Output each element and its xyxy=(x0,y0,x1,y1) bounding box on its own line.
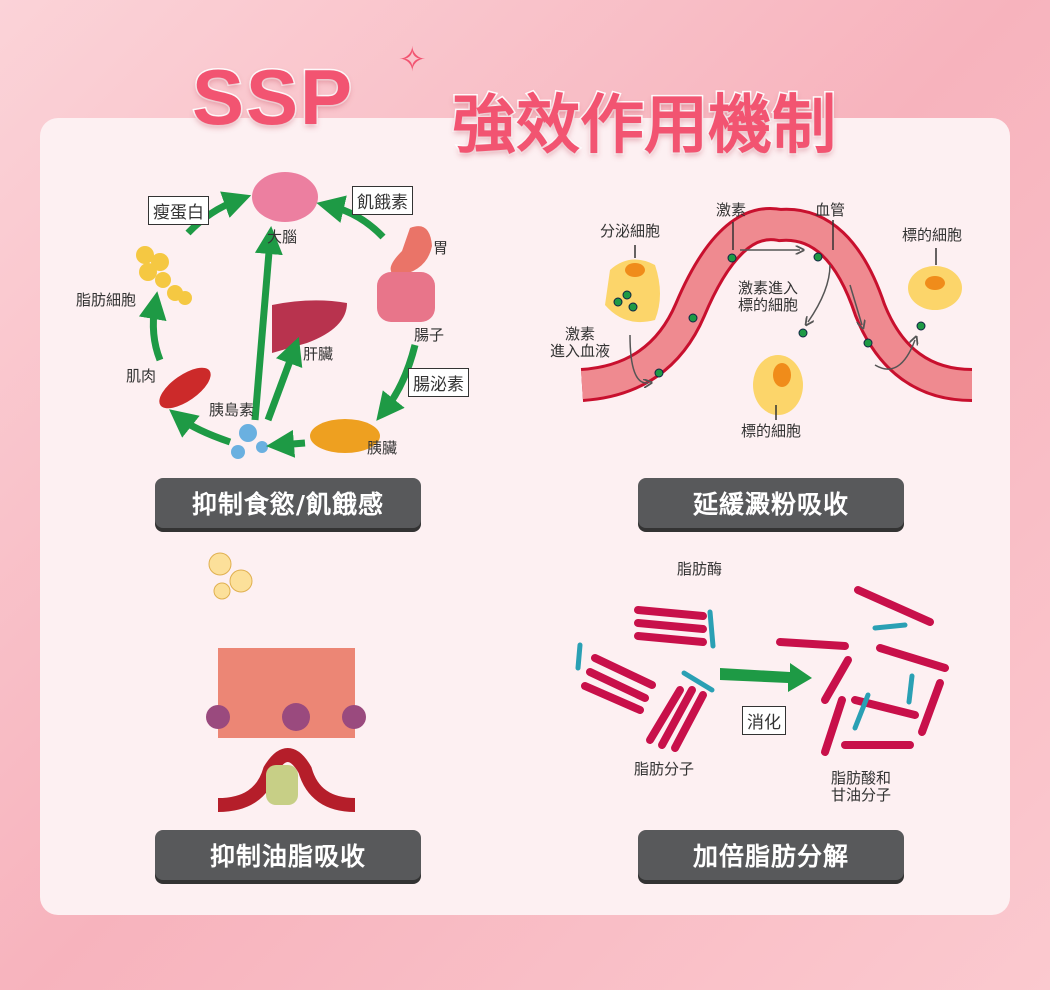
label-secretory-cell: 分泌細胞 xyxy=(600,222,661,240)
label-pancreas: 胰臟 xyxy=(367,439,398,457)
flow-arrows xyxy=(138,191,419,458)
fat-breakdown-diagram xyxy=(575,586,949,756)
brand-title: SSP xyxy=(190,52,355,143)
label-insulin: 胰島素 xyxy=(209,401,255,419)
caption-fat-breakdown: 加倍脂肪分解 xyxy=(638,830,904,880)
hormone-diagram xyxy=(580,207,973,420)
label-hormone: 激素 xyxy=(716,201,747,219)
label-lipase: 脂肪酶 xyxy=(677,560,723,578)
brain-icon xyxy=(252,172,318,222)
box-leptin: 瘦蛋白 xyxy=(148,196,209,225)
label-brain: 大腦 xyxy=(267,228,298,246)
caption-appetite: 抑制食慾/飢餓感 xyxy=(155,478,421,528)
fat-cells-icon xyxy=(136,246,192,305)
appetite-diagram xyxy=(136,172,435,459)
label-hormone-enter-blood: 激素 進入血液 xyxy=(550,325,611,361)
muscle-icon xyxy=(159,367,211,409)
stomach-icon xyxy=(390,226,432,276)
label-stomach: 胃 xyxy=(433,239,449,257)
label-fat-molecule: 脂肪分子 xyxy=(634,760,695,778)
pancreas-icon xyxy=(310,419,380,453)
box-incretin: 腸泌素 xyxy=(408,368,469,397)
label-intestine: 腸子 xyxy=(414,326,445,344)
label-liver: 肝臟 xyxy=(303,345,334,363)
sparkle-icon: ✧ xyxy=(398,40,427,80)
label-target-cell-right: 標的細胞 xyxy=(902,226,963,244)
label-fatty-acid: 脂肪酸和 甘油分子 xyxy=(831,769,892,805)
intestine-icon xyxy=(377,272,435,322)
label-muscle: 肌肉 xyxy=(126,367,157,385)
label-fat-cells: 脂肪細胞 xyxy=(76,291,137,309)
intestine-cells-diagram xyxy=(206,552,366,812)
label-hormone-enter-target: 激素進入 標的細胞 xyxy=(738,279,799,315)
box-digest: 消化 xyxy=(742,706,786,735)
page-title: 強效作用機制 xyxy=(451,88,838,165)
digest-arrow xyxy=(720,663,812,692)
caption-oil: 抑制油脂吸收 xyxy=(155,830,421,880)
caption-starch: 延緩澱粉吸收 xyxy=(638,478,904,528)
islet-icon xyxy=(231,424,268,459)
hormone-dots xyxy=(613,252,926,378)
label-vessel: 血管 xyxy=(815,201,846,219)
label-target-cell-bottom: 標的細胞 xyxy=(741,422,802,440)
box-ghrelin: 飢餓素 xyxy=(352,186,413,215)
